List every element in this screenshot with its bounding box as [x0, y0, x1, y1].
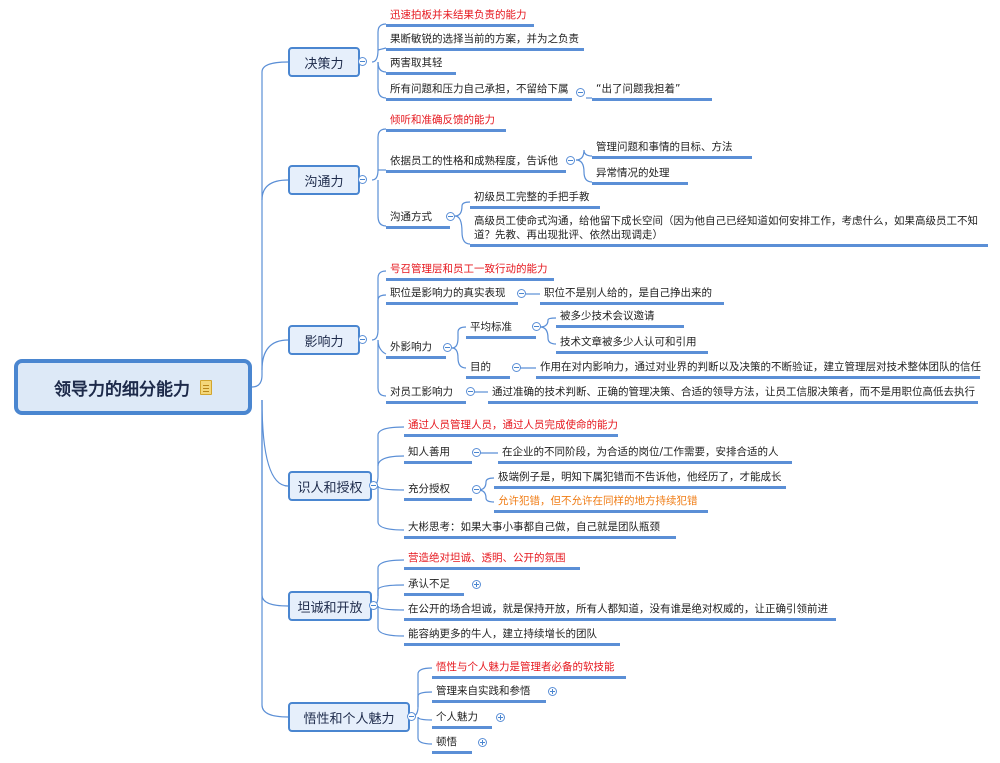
topic-decision[interactable]: 决策力 [288, 47, 360, 77]
decision-item[interactable]: 两害取其轻 [386, 56, 456, 75]
openness-item[interactable]: 能容纳更多的牛人，建立持续增长的团队 [404, 627, 620, 646]
delegation-item[interactable]: 大彬思考：如果大事小事都自己做，自己就是团队瓶颈 [404, 520, 676, 539]
topic-openness[interactable]: 坦诚和开放 [288, 591, 372, 621]
collapse-icon[interactable] [576, 88, 585, 97]
topic-communication[interactable]: 沟通力 [288, 165, 360, 195]
root-title: 领导力的细分能力 [54, 379, 190, 400]
topic-influence[interactable]: 影响力 [288, 325, 360, 355]
topic-delegation[interactable]: 识人和授权 [288, 471, 372, 501]
collapse-icon[interactable] [358, 175, 367, 184]
topic-delegation-label: 识人和授权 [297, 480, 363, 496]
charisma-item[interactable]: 个人魅力 [432, 710, 492, 729]
topic-charisma[interactable]: 悟性和个人魅力 [288, 702, 410, 732]
communication-subitem[interactable]: 初级员工完整的手把手教 [470, 190, 600, 209]
charisma-item[interactable]: 顿悟 [432, 735, 472, 754]
communication-subitem[interactable]: 管理问题和事情的目标、方法 [592, 140, 752, 159]
decision-item[interactable]: 所有问题和压力自己承担，不留给下属 [386, 82, 572, 101]
influence-subitem[interactable]: 通过准确的技术判断、正确的管理决策、合适的领导方法，让员工信服决策者，而不是用职… [488, 385, 978, 404]
expand-icon[interactable] [478, 738, 487, 747]
collapse-icon[interactable] [446, 212, 455, 221]
topic-communication-label: 沟通力 [304, 174, 344, 190]
communication-item[interactable]: 沟通方式 [386, 210, 450, 229]
charisma-summary[interactable]: 悟性与个人魅力是管理者必备的软技能 [432, 660, 626, 679]
root-topic[interactable]: 领导力的细分能力 [14, 359, 252, 415]
collapse-icon[interactable] [472, 485, 481, 494]
expand-icon[interactable] [472, 580, 481, 589]
influence-summary[interactable]: 号召管理层和员工一致行动的能力 [386, 262, 554, 281]
influence-item[interactable]: 外影响力 [386, 340, 446, 359]
topic-influence-label: 影响力 [304, 334, 344, 350]
influence-subitem[interactable]: 平均标准 [466, 320, 536, 339]
influence-subsubitem[interactable]: 被多少技术会议邀请 [556, 309, 684, 328]
openness-item[interactable]: 承认不足 [404, 577, 464, 596]
delegation-subitem[interactable]: 允许犯错，但不允许在同样的地方持续犯错 [494, 494, 708, 513]
note-icon[interactable] [200, 379, 212, 395]
communication-summary[interactable]: 倾听和准确反馈的能力 [386, 113, 506, 132]
collapse-icon[interactable] [466, 387, 475, 396]
delegation-summary[interactable]: 通过人员管理人员，通过人员完成使命的能力 [404, 418, 618, 437]
delegation-item[interactable]: 充分授权 [404, 482, 472, 501]
communication-subitem[interactable]: 高级员工使命式沟通，给他留下成长空间（因为他自己已经知道如何安排工作，考虑什么，… [470, 214, 988, 247]
influence-subsubitem[interactable]: 作用在对内影响力，通过对业界的判断以及决策的不断验证，建立管理层对技术整体团队的… [536, 360, 981, 379]
decision-summary[interactable]: 迅速拍板并未结果负责的能力 [386, 8, 534, 27]
collapse-icon[interactable] [358, 57, 367, 66]
openness-summary[interactable]: 营造绝对坦诚、透明、公开的氛围 [404, 551, 580, 570]
influence-item[interactable]: 职位是影响力的真实表现 [386, 286, 518, 305]
expand-icon[interactable] [548, 687, 557, 696]
openness-item[interactable]: 在公开的场合坦诚，就是保持开放，所有人都知道，没有谁是绝对权威的，让正确引领前进 [404, 602, 836, 621]
collapse-icon[interactable] [566, 156, 575, 165]
communication-subitem[interactable]: 异常情况的处理 [592, 166, 688, 185]
collapse-icon[interactable] [517, 289, 526, 298]
delegation-subitem[interactable]: 极端例子是，明知下属犯错而不告诉他，他经历了，才能成长 [494, 470, 786, 489]
charisma-item[interactable]: 管理来自实践和参悟 [432, 684, 546, 703]
collapse-icon[interactable] [369, 601, 378, 610]
influence-subitem[interactable]: 目的 [466, 360, 510, 379]
collapse-icon[interactable] [472, 448, 481, 457]
topic-openness-label: 坦诚和开放 [297, 600, 363, 616]
decision-item[interactable]: 果断敏锐的选择当前的方案，并为之负责 [386, 32, 584, 51]
collapse-icon[interactable] [369, 481, 378, 490]
influence-item[interactable]: 对员工影响力 [386, 385, 466, 404]
influence-subitem[interactable]: 职位不是别人给的，是自己挣出来的 [540, 286, 724, 305]
topic-charisma-label: 悟性和个人魅力 [303, 711, 395, 727]
decision-subitem[interactable]: “出了问题我担着” [592, 82, 712, 101]
collapse-icon[interactable] [512, 363, 521, 372]
collapse-icon[interactable] [443, 343, 452, 352]
communication-item[interactable]: 依据员工的性格和成熟程度，告诉他 [386, 154, 566, 173]
expand-icon[interactable] [496, 713, 505, 722]
topic-decision-label: 决策力 [304, 56, 344, 72]
collapse-icon[interactable] [407, 712, 416, 721]
collapse-icon[interactable] [532, 322, 541, 331]
influence-subsubitem[interactable]: 技术文章被多少人认可和引用 [556, 335, 708, 354]
collapse-icon[interactable] [358, 335, 367, 344]
delegation-subitem[interactable]: 在企业的不同阶段，为合适的岗位/工作需要，安排合适的人 [498, 445, 792, 464]
delegation-item[interactable]: 知人善用 [404, 445, 472, 464]
